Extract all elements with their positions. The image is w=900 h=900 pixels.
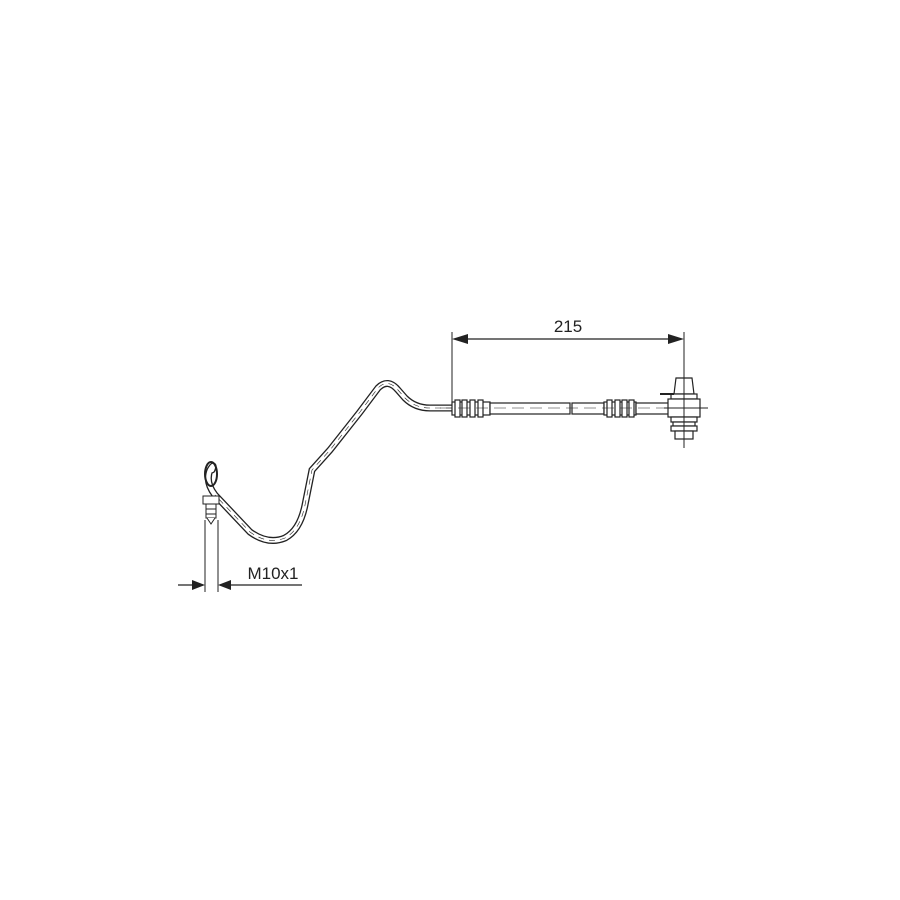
length-label: 215	[554, 317, 582, 336]
thread-label: M10x1	[247, 564, 298, 583]
left-fitting	[202, 461, 220, 525]
right-banjo-fitting	[660, 370, 708, 448]
flexible-hose	[440, 399, 700, 418]
metal-pipe	[204, 380, 456, 544]
thread-dimension: M10x1	[178, 520, 302, 592]
length-dimension: 215	[451, 317, 685, 445]
